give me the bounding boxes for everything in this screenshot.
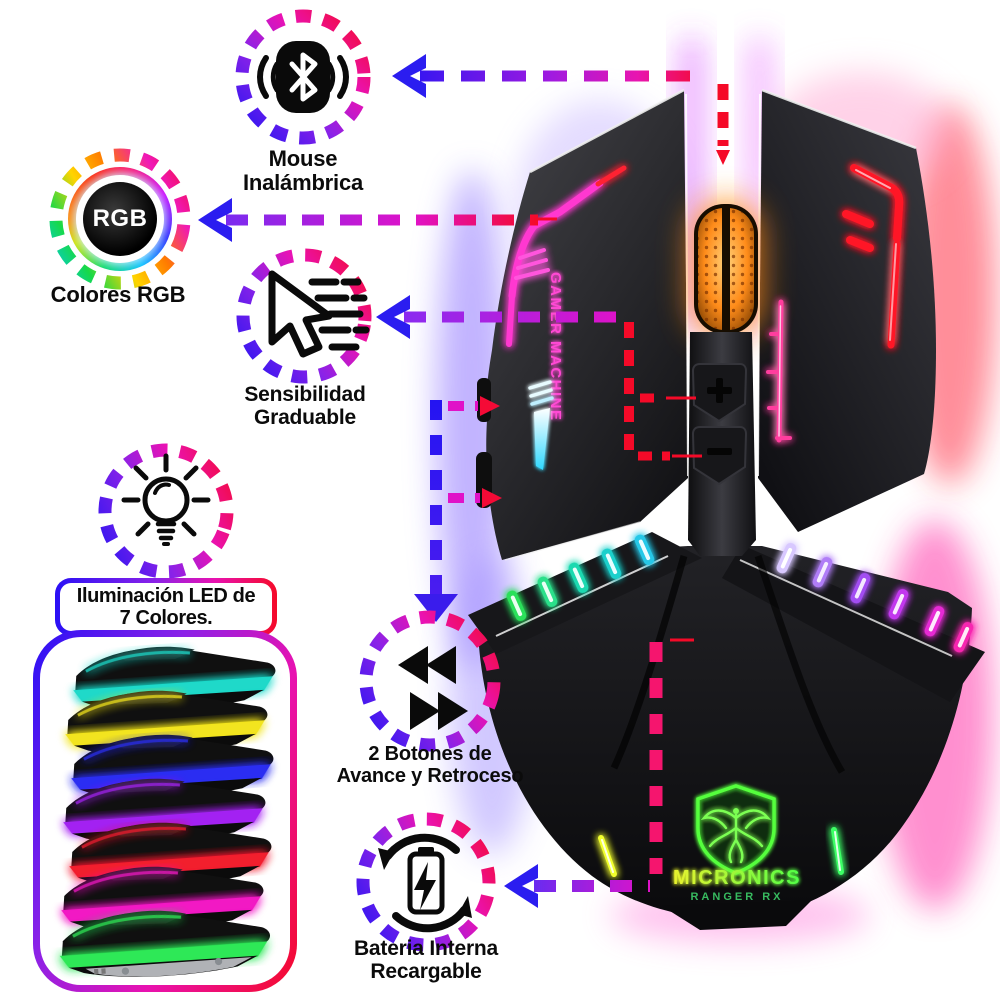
mouse-lighting: GAMER MACHINE MICRONICS RANGER RX — [506, 164, 974, 903]
sensitivity-ring — [236, 248, 372, 384]
dpi-indicator-light — [766, 299, 792, 443]
dpi-plus-button[interactable] — [691, 363, 748, 423]
wireless-line-tip — [716, 150, 730, 165]
mouse-tail — [662, 900, 812, 930]
model-text: RANGER RX — [690, 891, 783, 903]
battery-label-line2: Recargable — [370, 959, 482, 983]
brand-text: MICRONICS — [673, 867, 801, 889]
led-ring — [98, 443, 234, 579]
wireless-label-line1: Mouse — [268, 146, 338, 171]
nav-buttons-arrow-icon — [414, 594, 458, 622]
right-button-light-pattern — [842, 164, 904, 349]
wireless-label: Mouse Inalámbrica — [203, 147, 403, 195]
battery-ring — [356, 812, 496, 952]
led-strip-right — [776, 542, 974, 653]
sensitivity-arrow-icon — [376, 295, 410, 339]
left-waist-band — [468, 532, 702, 654]
led-strip-left — [506, 534, 655, 622]
brand-logo-shield — [696, 784, 776, 875]
rgb-wheel-icon: RGB — [68, 167, 172, 271]
led-caption-box: Iluminación LED de 7 Colores. — [55, 578, 277, 636]
side-blade-light — [528, 380, 554, 470]
battery-arrow-icon — [504, 864, 538, 908]
nav-buttons-label-line2: Avance y Retroceso — [336, 764, 524, 787]
seven-color-mice-inner — [40, 637, 290, 985]
led-mouse-green — [57, 903, 272, 984]
battery-recharge-icon — [378, 833, 472, 933]
led-label-line1: Iluminación LED de — [76, 585, 256, 607]
mouse-body — [468, 88, 985, 930]
rgb-label-text: Colores RGB — [50, 282, 186, 307]
wireless-ring — [235, 9, 371, 145]
rgb-arrow-icon — [198, 198, 232, 242]
led-caption-text: Iluminación LED de 7 Colores. — [60, 583, 272, 631]
cursor-speed-icon — [268, 270, 370, 358]
scroll-wheel[interactable] — [690, 200, 762, 338]
wireless-label-line2: Inalámbrica — [242, 169, 364, 195]
right-waist-band — [722, 545, 985, 702]
phoenix-icon — [700, 808, 772, 864]
sensitivity-label-line2: Graduable — [253, 405, 357, 429]
rgb-ring — [49, 148, 191, 290]
side-text: GAMER MACHINE — [547, 272, 564, 422]
battery-label-line1: Bateria Interna — [353, 937, 499, 960]
callout-rings — [49, 9, 501, 952]
rewind-forward-icon — [398, 646, 468, 730]
nav-buttons-ring — [359, 610, 501, 752]
seven-color-mice-panel — [33, 630, 297, 992]
right-click-button[interactable] — [758, 90, 936, 532]
mice-stack — [40, 637, 290, 985]
led-label-line2: 7 Colores. — [119, 607, 213, 629]
battery-label: Bateria Interna Recargable — [316, 937, 536, 983]
bluetooth-icon — [257, 41, 349, 113]
light-bulb-icon — [121, 453, 211, 546]
sensitivity-label: Sensibilidad Graduable — [205, 383, 405, 429]
nav-buttons-label-line1: 2 Botones de — [368, 743, 492, 765]
connector-lines — [198, 54, 730, 908]
nav-buttons-label: 2 Botones de Avance y Retroceso — [310, 743, 550, 787]
rgb-label: Colores RGB — [18, 283, 218, 307]
dpi-minus-button[interactable] — [691, 426, 748, 486]
rgb-badge: RGB — [83, 182, 157, 256]
left-button-light-pattern — [506, 165, 627, 347]
left-click-button[interactable] — [486, 90, 688, 560]
sensitivity-label-line1: Sensibilidad — [244, 383, 366, 406]
wireless-arrow-icon — [392, 54, 426, 98]
